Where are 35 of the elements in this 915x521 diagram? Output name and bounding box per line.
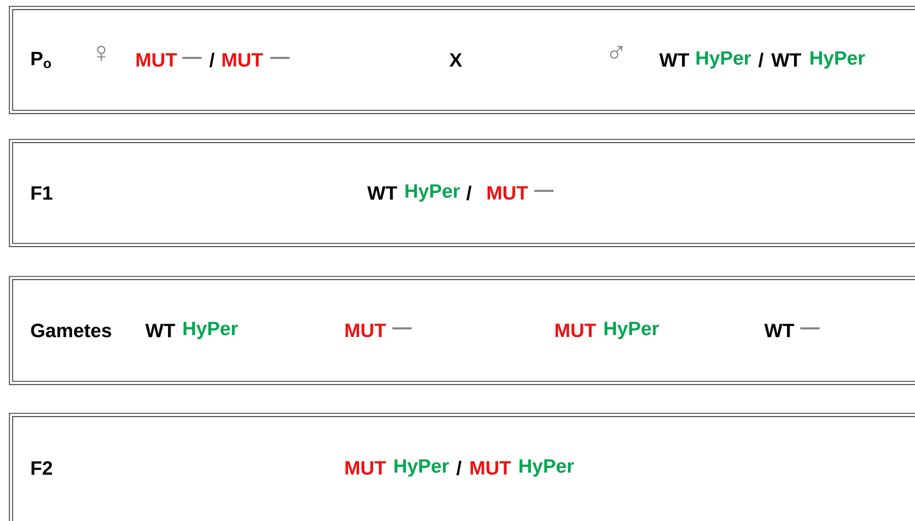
allele-text: WT [764,324,794,338]
generation-label: Gametes [31,324,112,338]
deletion-dash: — [392,327,412,330]
allele-text: HyPer [696,51,751,69]
allele-text: / [456,460,462,476]
allele-text: / [209,52,214,68]
allele-text: / [758,52,764,68]
allele-text: WT [367,186,398,200]
deletion-dash: — [182,56,202,59]
allele-text: HyPer [394,459,449,477]
allele-text: HyPer [520,459,574,477]
deletion-dash: — [534,190,554,192]
allele-text: WT [659,53,690,67]
generation-label: F2 [32,461,52,475]
allele-text: MUT [346,324,386,338]
allele-text: HyPer [810,51,865,69]
generation-label: F1 [32,186,52,200]
allele-text: HyPer [184,322,238,340]
allele-text: MUT [222,53,263,67]
generation-label: P$_{o}$ [32,52,51,68]
allele-text: MUT [488,186,528,200]
allele-text: WT [771,53,802,67]
allele-text: / [466,186,472,200]
allele-text: MUT [346,461,386,475]
allele-text: HyPer [406,184,460,202]
deletion-dash: — [270,56,290,59]
allele-text: WT [145,324,176,338]
allele-text: MUT [556,324,596,338]
sex-symbol: ♀ [97,46,106,62]
allele-text: MUT [470,461,511,475]
sex-symbol: ♂ [610,46,622,59]
allele-text: MUT [136,53,177,67]
allele-text: HyPer [604,322,659,340]
deletion-dash: — [800,327,820,330]
allele-text: X [449,53,462,67]
